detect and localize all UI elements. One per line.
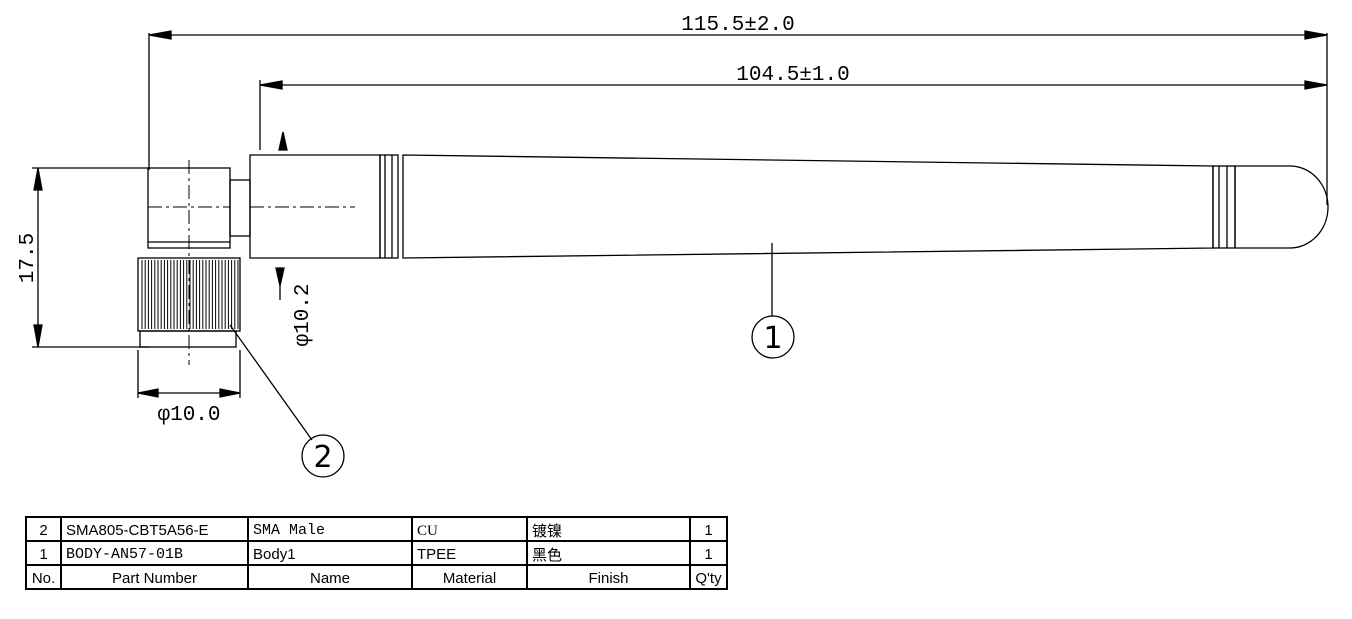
whip-length-label: 104.5±1.0	[736, 64, 849, 87]
bom-row-2: 2 SMA805-CBT5A56-E SMA Male CU 镀镍 1	[25, 516, 728, 542]
overall-length-dimension	[148, 30, 1328, 205]
balloon-2	[229, 324, 345, 478]
bom-row-2-name: SMA Male	[247, 516, 413, 542]
whip-diameter-dimension	[275, 131, 288, 300]
bom-row-1-finish: 黑色	[526, 540, 691, 566]
bom-row-1: 1 BODY-AN57-01B Body1 TPEE 黑色 1	[25, 540, 728, 566]
bom-header-finish: Finish	[526, 564, 691, 590]
whip-diameter-label: φ10.2	[292, 283, 315, 346]
bom-header-part-number: Part Number	[60, 564, 249, 590]
balloon-1-label: 1	[763, 321, 782, 356]
overall-length-label: 115.5±2.0	[681, 14, 794, 37]
bom-row-1-qty: 1	[689, 540, 728, 566]
balloon-2-label: 2	[313, 440, 332, 475]
bom-row-2-part-number: SMA805-CBT5A56-E	[60, 516, 249, 542]
nut-diameter-dimension	[137, 350, 241, 398]
sma-connector	[147, 160, 251, 365]
bom-header-qty: Q'ty	[689, 564, 728, 590]
balloon-1	[751, 243, 795, 359]
bom-header-no: No.	[25, 564, 62, 590]
nut-diameter-label: φ10.0	[157, 404, 220, 427]
knurled-nut	[137, 257, 241, 348]
bom-row-1-name: Body1	[247, 540, 413, 566]
bom-row-2-qty: 1	[689, 516, 728, 542]
bom-row-2-no: 2	[25, 516, 62, 542]
antenna-body	[249, 154, 1329, 259]
bom-row-2-finish: 镀镍	[526, 516, 691, 542]
bom-row-1-material: TPEE	[411, 540, 528, 566]
bill-of-materials: 2 SMA805-CBT5A56-E SMA Male CU 镀镍 1 1 BO…	[25, 516, 728, 590]
bom-row-1-no: 1	[25, 540, 62, 566]
bom-header-row: No. Part Number Name Material Finish Q't…	[25, 564, 728, 590]
bom-row-2-material: CU	[411, 516, 528, 542]
bom-row-1-part-number: BODY-AN57-01B	[60, 540, 249, 566]
height-label: 17.5	[17, 233, 40, 283]
height-dimension	[32, 167, 150, 348]
bom-header-name: Name	[247, 564, 413, 590]
bom-header-material: Material	[411, 564, 528, 590]
whip-length-dimension	[259, 80, 1328, 150]
